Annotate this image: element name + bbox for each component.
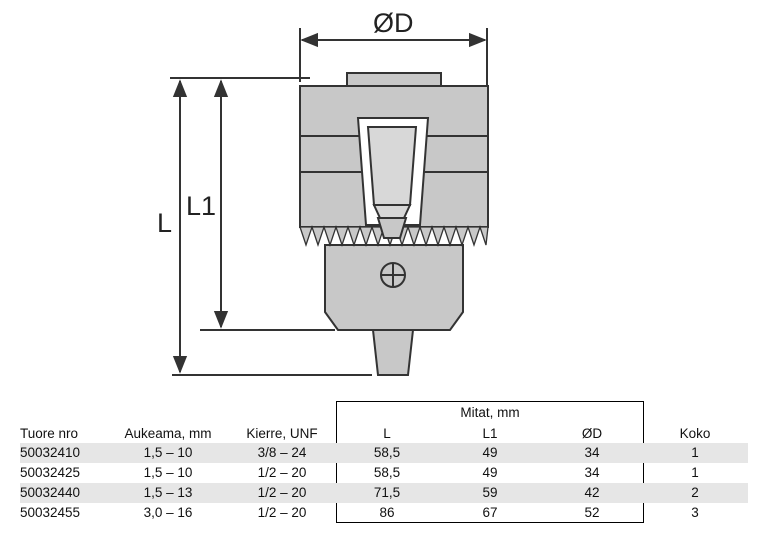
header-row: Tuore nro Aukeama, mm Kierre, UNF L L1 Ø… <box>20 424 748 444</box>
cell-diameter: 34 <box>584 465 600 480</box>
cell-l1: 67 <box>482 505 498 520</box>
cell-l: 58,5 <box>373 465 401 480</box>
header-l1: L1 <box>482 426 498 441</box>
cell-aukeama: 3,0 – 16 <box>143 505 193 520</box>
cell-tuore-nro: 50032425 <box>20 465 81 480</box>
header-kierre: Kierre, UNF <box>246 426 318 441</box>
cell-diameter: 52 <box>584 505 600 520</box>
header-koko: Koko <box>679 426 711 441</box>
key-hole <box>380 262 406 288</box>
cell-kierre: 3/8 – 24 <box>257 445 307 460</box>
chuck-top-cap <box>346 72 442 88</box>
header-diameter: ØD <box>581 426 603 441</box>
cell-koko: 1 <box>691 465 699 480</box>
cell-aukeama: 1,5 – 13 <box>143 485 193 500</box>
cell-tuore-nro: 50032440 <box>20 485 81 500</box>
diameter-label: ØD <box>373 8 414 38</box>
header-tuore-nro: Tuore nro <box>20 426 79 441</box>
group-header-row: Mitat, mm <box>20 403 748 423</box>
cell-tuore-nro: 50032410 <box>20 445 81 460</box>
cell-l1: 49 <box>482 445 498 460</box>
cell-kierre: 1/2 – 20 <box>257 505 307 520</box>
cell-diameter: 42 <box>584 485 600 500</box>
jaw-insert <box>366 126 418 206</box>
cell-l1: 59 <box>482 485 498 500</box>
table-row: 50032455 3,0 – 16 1/2 – 20 86 67 52 3 <box>20 503 748 523</box>
cell-l: 71,5 <box>373 485 401 500</box>
cell-l: 58,5 <box>373 445 401 460</box>
length1-label: L1 <box>186 191 217 221</box>
length-label: L <box>157 208 173 238</box>
table-row: 50032425 1,5 – 10 1/2 – 20 58,5 49 34 1 <box>20 463 748 483</box>
cell-koko: 3 <box>691 505 699 520</box>
cell-koko: 2 <box>691 485 699 500</box>
cell-aukeama: 1,5 – 10 <box>143 445 193 460</box>
cell-kierre: 1/2 – 20 <box>257 465 307 480</box>
cell-l1: 49 <box>482 465 498 480</box>
cell-diameter: 34 <box>584 445 600 460</box>
cell-tuore-nro: 50032455 <box>20 505 81 520</box>
header-aukeama: Aukeama, mm <box>124 426 212 441</box>
table-row: 50032440 1,5 – 13 1/2 – 20 71,5 59 42 2 <box>20 483 748 503</box>
header-l: L <box>383 426 391 441</box>
cell-kierre: 1/2 – 20 <box>257 485 307 500</box>
cell-koko: 1 <box>691 445 699 460</box>
cell-aukeama: 1,5 – 10 <box>143 465 193 480</box>
cell-l: 86 <box>379 505 395 520</box>
table-row: 50032410 1,5 – 10 3/8 – 24 58,5 49 34 1 <box>20 443 748 463</box>
drill-chuck-drawing: ØD L L1 <box>157 8 489 376</box>
group-header-mitat: Mitat, mm <box>460 405 520 420</box>
drill-chuck-diagram <box>170 28 489 376</box>
chuck-spindle-tip <box>371 329 415 376</box>
